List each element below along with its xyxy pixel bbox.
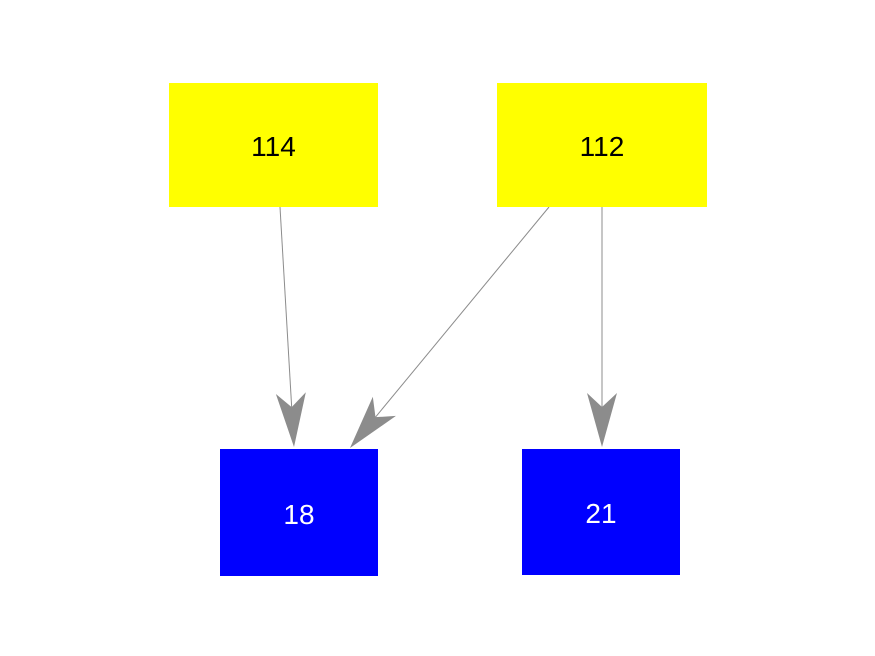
node-112-label: 112 bbox=[579, 131, 625, 162]
edge-arrowhead-114-18 bbox=[275, 392, 306, 447]
edge-line-112-18 bbox=[375, 206, 550, 418]
node-18-label: 18 bbox=[283, 498, 315, 530]
node-21: 21 bbox=[522, 449, 680, 575]
node-21-label: 21 bbox=[585, 498, 617, 529]
node-112: 112 bbox=[497, 83, 707, 207]
edge-line-114-18 bbox=[279, 206, 293, 408]
node-114-label: 114 bbox=[251, 131, 296, 162]
edge-arrowhead-112-21 bbox=[587, 393, 617, 447]
node-18: 18 bbox=[220, 449, 378, 576]
node-114: 114 bbox=[169, 83, 378, 207]
edge-arrowhead-112-18 bbox=[350, 396, 396, 448]
